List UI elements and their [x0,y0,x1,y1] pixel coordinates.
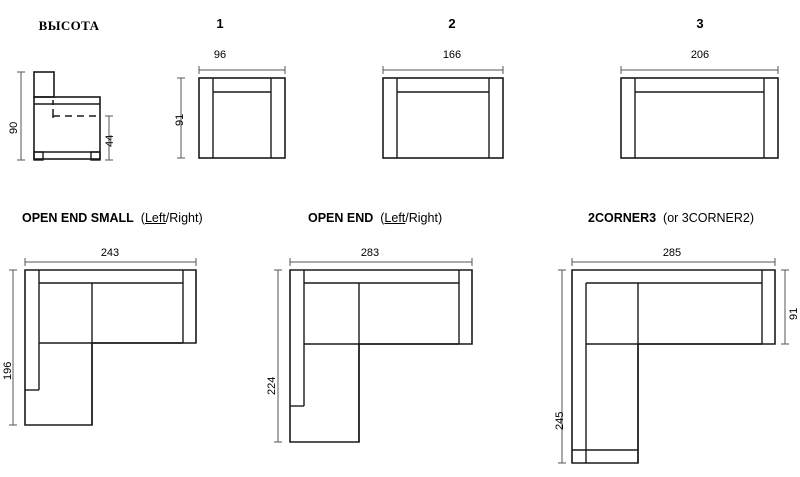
open-end-suffix-mid: /Right [405,211,438,225]
module-2-plan-drawing [382,66,504,159]
side-view-title: ВЫСОТА [38,18,100,33]
open-end-small-suffix-close: ) [198,211,203,225]
open-end-small-name: OPEN END SMALL [22,211,134,225]
open-end-depth-label: 224 [266,376,278,395]
side-view-seat-height-label: 44 [104,134,116,147]
open-end-plan-drawing [274,258,473,443]
module-1-plan-drawing [177,66,286,159]
module-1-depth-label: 91 [174,113,186,126]
open-end-small-caption: OPEN END SMALL (Left/Right) [22,209,203,227]
open-end-name: OPEN END [308,211,374,225]
open-end-small-suffix-underlined: Left [144,211,166,225]
open-end-small-depth-label: 196 [2,361,14,380]
corner-suffix-close: ) [749,211,755,225]
module-1-width-label: 96 [213,49,227,61]
open-end-suffix-close: ) [437,211,443,225]
side-view-height-label: 90 [8,121,20,134]
open-end-small-suffix-mid: /Right [165,211,199,225]
corner-width-label: 285 [662,247,682,259]
open-end-width-label: 283 [360,247,380,259]
corner-suffix-open: (or 3CORNER2 [663,211,750,225]
module-3-width-label: 206 [690,49,710,61]
corner-caption: 2CORNER3 (or 3CORNER2) [588,209,754,227]
open-end-suffix-open: ( [380,211,385,225]
corner-depth-label: 245 [554,411,566,430]
module-1-index: 1 [216,16,224,31]
open-end-suffix-underlined: Left [384,211,406,225]
module-2-width-label: 166 [442,49,462,61]
corner-name: 2CORNER3 [588,211,657,225]
open-end-caption: OPEN END (Left/Right) [308,209,442,227]
corner-arm-depth-label: 91 [788,307,800,320]
corner-plan-drawing [558,258,789,464]
open-end-small-width-label: 243 [100,247,120,259]
module-2-index: 2 [448,16,456,31]
open-end-small-suffix-open: ( [140,211,145,225]
module-3-plan-drawing [620,66,779,159]
open-end-small-plan-drawing [9,258,197,426]
side-elevation-drawing [17,71,113,161]
module-3-index: 3 [696,16,704,31]
